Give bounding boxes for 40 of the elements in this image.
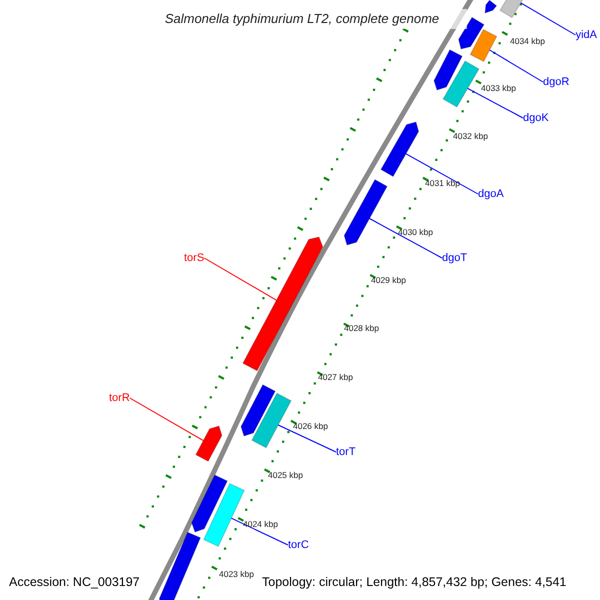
gene-feature xyxy=(380,121,420,178)
gene-name: dgoT xyxy=(442,251,468,265)
genome-summary: Topology: circular; Length: 4,857,432 bp; Genes: 4,541 xyxy=(262,576,566,588)
leader-line xyxy=(204,258,277,301)
gene-name: yidA xyxy=(576,28,597,42)
leader-line xyxy=(369,218,442,258)
gene-name: dgoA xyxy=(478,187,504,201)
gene-name: torR xyxy=(109,391,130,405)
leader-line xyxy=(489,50,544,82)
gene-feature xyxy=(344,178,388,246)
gene-name: torT xyxy=(336,445,356,459)
gene-feature xyxy=(433,49,463,91)
gene-bar xyxy=(442,60,480,108)
leader-line xyxy=(278,424,336,452)
gene-name: torC xyxy=(288,538,309,552)
gene-feature xyxy=(242,236,324,372)
position-label: 4032 kbp xyxy=(453,132,488,140)
gene-feature xyxy=(158,532,202,600)
position-label: 4034 kbp xyxy=(510,37,545,46)
gene-feature xyxy=(191,474,228,533)
leader-line xyxy=(520,2,576,36)
gene-feature xyxy=(240,384,276,437)
leader-line xyxy=(406,153,478,194)
position-label: 4025 kbp xyxy=(268,471,303,480)
gene-feature xyxy=(458,16,485,50)
gene-name: torS xyxy=(184,251,204,265)
gene-name: dgoR xyxy=(543,75,570,89)
gene-bar xyxy=(203,482,245,548)
position-label: 4023 kbp xyxy=(219,570,254,578)
gene-bar xyxy=(251,392,292,448)
gene-name: dgoK xyxy=(523,111,549,125)
gene-feature xyxy=(195,425,222,462)
position-label: 4027 kbp xyxy=(318,373,353,382)
position-label: 4024 kbp xyxy=(243,520,278,528)
leader-line xyxy=(467,88,524,118)
gene-bar xyxy=(470,28,498,62)
position-label: 4029 kbp xyxy=(371,276,406,284)
leader-line xyxy=(129,398,204,442)
gene-bar xyxy=(499,0,525,18)
leader-line xyxy=(230,518,288,546)
